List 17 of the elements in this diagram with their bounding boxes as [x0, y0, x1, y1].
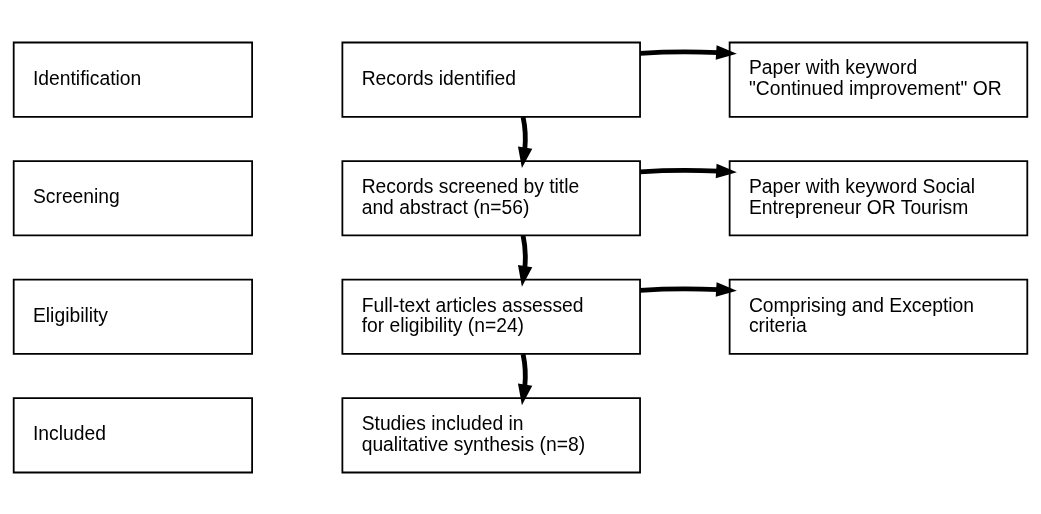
node-box: Studies included in qualitative synthesis (n=8) [341, 396, 641, 473]
node-box: Included [12, 396, 253, 473]
arrow [640, 163, 737, 178]
node-box: Screening [12, 159, 253, 236]
node-box: Identification [12, 41, 253, 118]
arrow [517, 116, 533, 168]
arrow [517, 234, 533, 287]
node-box: Eligibility [12, 278, 253, 355]
arrow [640, 44, 737, 60]
arrow [640, 281, 737, 297]
node-box: Records screened by title and abstract (n=56) [341, 159, 641, 236]
node-box: Records identified [341, 41, 641, 118]
arrow [517, 353, 533, 405]
node-box: Full-text articles assessed for eligibility (n=24) [341, 278, 641, 355]
node-box: Paper with keyword Social Entrepreneur OR Tourism [728, 159, 1029, 236]
node-box: Comprising and Exception criteria [728, 278, 1029, 355]
node-box: Paper with keyword "Continued improvement" OR [728, 41, 1029, 118]
